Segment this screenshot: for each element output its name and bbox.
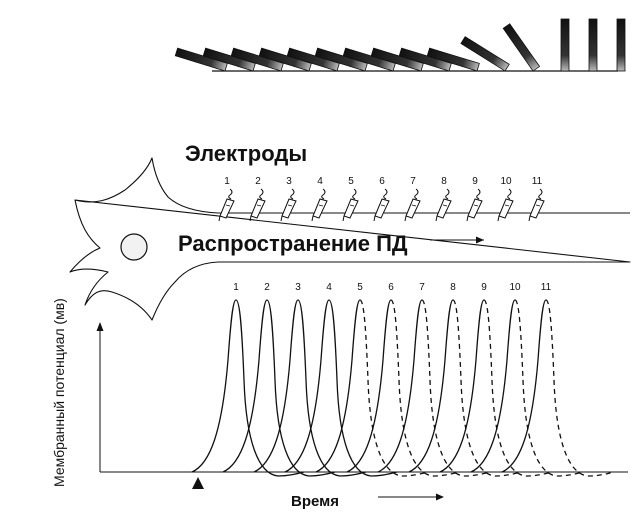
nucleus	[120, 233, 148, 261]
domino	[314, 47, 368, 72]
electrode: 9	[466, 176, 483, 222]
domino-pieces	[174, 18, 626, 72]
trace: 1	[191, 282, 305, 477]
trace: 11	[501, 282, 615, 477]
trace-number: 3	[295, 282, 301, 293]
domino	[202, 47, 256, 72]
electrode-number: 6	[379, 176, 385, 187]
trace: 5	[315, 282, 429, 477]
trace-number: 4	[326, 282, 332, 293]
trace-number: 11	[541, 282, 552, 293]
electrode-number: 2	[255, 176, 261, 187]
domino	[560, 18, 570, 72]
electrode-number: 4	[317, 176, 323, 187]
propagation-heading: Распространение ПД	[178, 231, 408, 256]
domino	[616, 18, 626, 72]
trace-number: 5	[357, 282, 363, 293]
electrode: 10	[497, 176, 514, 222]
stimulus-marker	[192, 477, 204, 489]
domino	[426, 47, 480, 72]
electrodes-heading: Электроды	[185, 141, 307, 166]
domino	[342, 47, 396, 72]
domino	[230, 47, 284, 72]
y-axis-label: Мембранный потенциал (мв)	[51, 298, 67, 487]
electrode: 7	[404, 176, 421, 222]
neuron-body	[69, 157, 631, 321]
trace-number: 1	[233, 282, 239, 293]
trace: 6	[346, 282, 460, 477]
electrode: 8	[435, 176, 452, 222]
domino	[588, 18, 598, 72]
trace: 3	[253, 282, 367, 477]
electrodes: 1 2 3 4 5 6 7 8 9 10 11	[218, 176, 545, 222]
propagation-arrow	[430, 236, 484, 244]
electrode: 1	[218, 176, 235, 222]
trace: 4	[284, 282, 398, 477]
electrode-number: 11	[532, 176, 543, 187]
domino	[174, 47, 228, 72]
trace: 8	[408, 282, 522, 477]
trace: 10	[470, 282, 584, 477]
domino	[460, 36, 510, 72]
trace-number: 10	[509, 282, 521, 293]
electrode-number: 5	[348, 176, 354, 187]
electrode-number: 9	[472, 176, 478, 187]
electrode: 11	[528, 176, 545, 222]
domino-row	[174, 18, 626, 72]
electrode-number: 3	[286, 176, 292, 187]
trace-number: 9	[481, 282, 487, 293]
y-axis-arrowhead	[96, 322, 104, 331]
trace: 7	[377, 282, 491, 477]
x-axis-label: Время	[291, 493, 339, 510]
electrode-number: 7	[410, 176, 416, 187]
trace-number: 2	[264, 282, 270, 293]
domino	[502, 23, 541, 72]
neuron	[69, 157, 631, 321]
electrode-number: 1	[224, 176, 230, 187]
trace: 9	[439, 282, 553, 477]
electrode-number: 10	[500, 176, 512, 187]
trace-number: 8	[450, 282, 456, 293]
electrode: 6	[373, 176, 390, 222]
trace-number: 7	[419, 282, 425, 293]
electrode: 2	[249, 176, 266, 222]
electrode: 3	[280, 176, 297, 222]
time-arrow	[378, 493, 444, 501]
trace-number: 6	[388, 282, 394, 293]
domino	[398, 47, 452, 72]
domino	[258, 47, 312, 72]
membrane-traces: 1 2 3 4 5 6 7 8 9 10 11	[191, 282, 615, 477]
trace: 2	[222, 282, 336, 477]
electrode: 4	[311, 176, 328, 222]
domino	[370, 47, 424, 72]
domino	[286, 47, 340, 72]
axes	[96, 322, 628, 489]
electrode-number: 8	[441, 176, 447, 187]
electrode: 5	[342, 176, 359, 222]
